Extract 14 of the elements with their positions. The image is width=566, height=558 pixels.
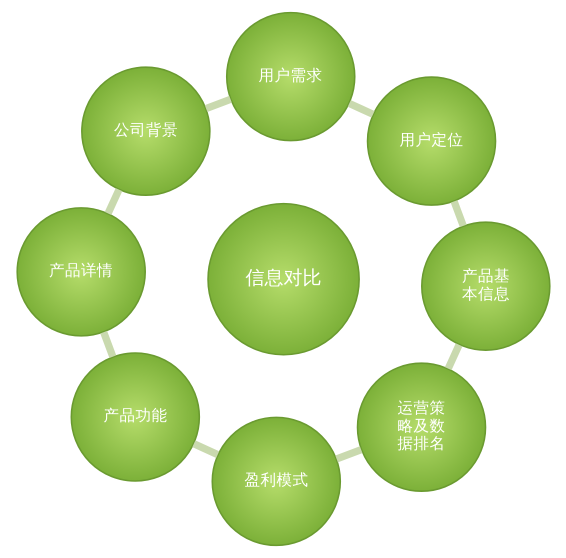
node-circle: 产品基本信息 (420, 221, 550, 351)
connector (104, 188, 122, 215)
node-circle: 产品功能 (70, 352, 200, 482)
connector (444, 343, 462, 370)
node-circle: 信息对比 (206, 202, 360, 356)
connector (100, 330, 116, 358)
node-circle: 盈利模式 (211, 416, 341, 546)
node-circle: 用户需求 (225, 12, 356, 142)
connector (347, 100, 374, 118)
node-circle: 产品详情 (16, 207, 146, 337)
node-circle: 运营策略及数据排名 (356, 362, 486, 492)
node-circle: 公司背景 (80, 66, 210, 196)
node-circle: 用户定位 (366, 76, 496, 206)
connector (450, 200, 466, 228)
